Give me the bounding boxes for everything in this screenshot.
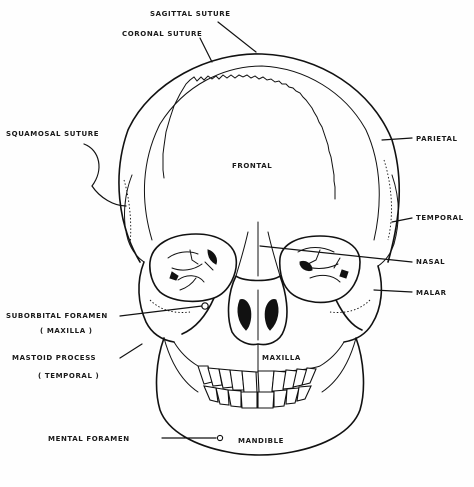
left-nasal-cavity [238, 299, 251, 330]
malar-leader [374, 290, 412, 292]
label-sagittal-suture: SAGITTAL SUTURE [150, 10, 231, 18]
left-temporal-outline [125, 175, 144, 262]
label-mastoid-process-sub: ( TEMPORAL ) [38, 372, 99, 380]
label-maxilla: MAXILLA [262, 354, 301, 362]
mastoid-leader [120, 344, 142, 358]
label-nasal: NASAL [416, 258, 445, 266]
right-temporal-outline [378, 175, 398, 266]
label-suborbital-foramen: SUBORBITAL FORAMEN [6, 312, 108, 320]
right-nasal-cavity [265, 299, 278, 330]
left-coronal-suture-line [163, 80, 190, 178]
malar-dotted-right [330, 300, 370, 313]
suborbital-leader [120, 306, 202, 316]
lower-teeth [204, 386, 311, 408]
cranium-outline [119, 54, 399, 262]
label-temporal: TEMPORAL [416, 214, 464, 222]
temporal-leader [392, 218, 412, 222]
right-squamosal-dotted [384, 160, 391, 240]
label-parietal: PARIETAL [416, 135, 458, 143]
label-squamosal-suture: SQUAMOSAL SUTURE [6, 130, 99, 138]
label-mental-foramen: MENTAL FORAMEN [48, 435, 130, 443]
parietal-leader [382, 138, 412, 140]
label-mandible: MANDIBLE [238, 437, 284, 445]
label-frontal: FRONTAL [232, 162, 272, 170]
right-orbit [280, 236, 360, 302]
cranium-inner-line [144, 66, 379, 240]
label-malar: MALAR [416, 289, 447, 297]
label-mastoid-process: MASTOID PROCESS [12, 354, 96, 362]
suborbital-foramen-dot [202, 303, 208, 309]
malar-dotted-left [150, 300, 190, 313]
left-orbit [150, 234, 236, 301]
left-orbit-detail [168, 250, 213, 290]
label-suborbital-foramen-sub: ( MAXILLA ) [40, 327, 93, 335]
mental-foramen-dot [217, 435, 222, 440]
coronal-suture-line [190, 75, 335, 199]
mandible-ramus-right [322, 338, 356, 392]
nasal-bone-lines [236, 222, 280, 276]
sagittal-leader [218, 22, 256, 52]
mandible-ramus-left [164, 338, 198, 392]
coronal-leader [200, 38, 212, 62]
label-coronal-suture: CORONAL SUTURE [122, 30, 202, 38]
